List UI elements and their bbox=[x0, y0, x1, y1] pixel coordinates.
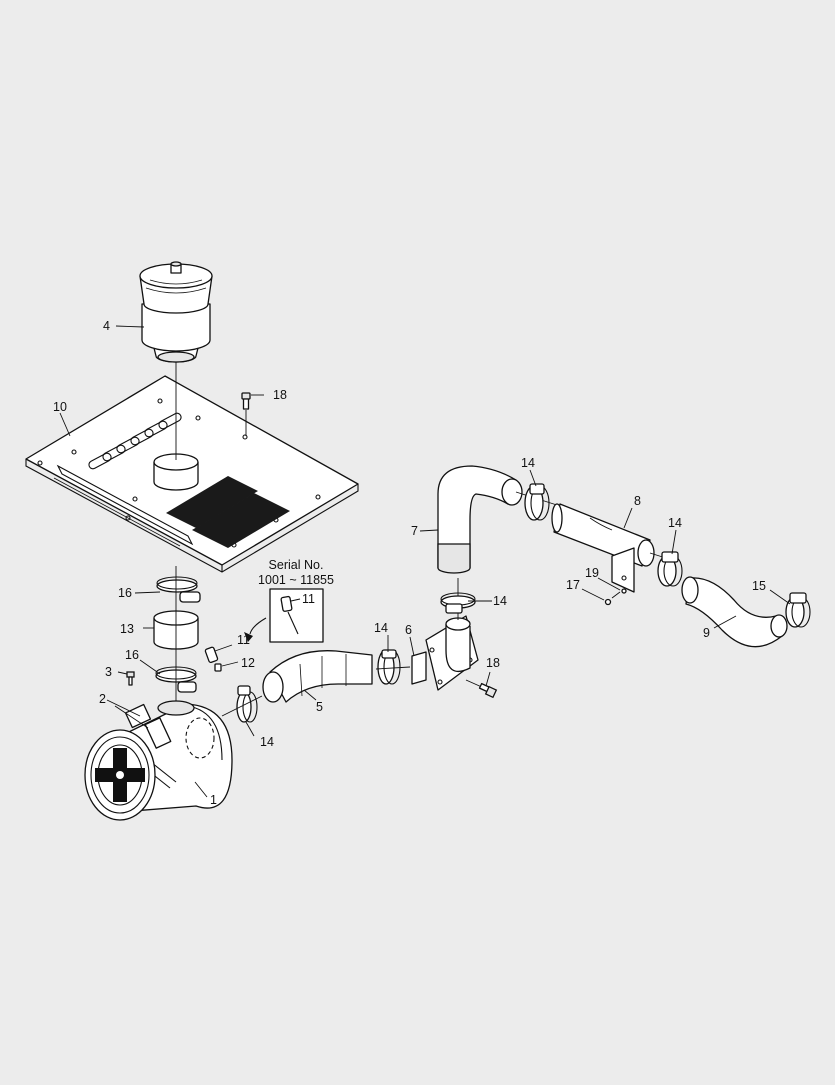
callout-19: 19 bbox=[585, 566, 599, 580]
callout-numbers: 1 2 3 4 5 6 7 8 9 10 11 12 13 14 14 14 1… bbox=[53, 319, 766, 807]
callout-5: 5 bbox=[316, 700, 323, 714]
callout-3: 3 bbox=[105, 665, 112, 679]
callout-16-upper: 16 bbox=[118, 586, 132, 600]
callout-11: 11 bbox=[237, 633, 250, 647]
serial-range: 1001 ~ 11855 bbox=[258, 573, 334, 587]
callout-9: 9 bbox=[703, 626, 710, 640]
plate-clamp bbox=[377, 649, 401, 685]
callout-14-plate: 14 bbox=[374, 621, 388, 635]
callout-16-lower: 16 bbox=[125, 648, 139, 662]
callout-17: 17 bbox=[566, 578, 580, 592]
panel-mesh bbox=[166, 476, 290, 548]
screw-small bbox=[126, 671, 135, 686]
pipe-clamp-a bbox=[524, 483, 550, 521]
callout-8: 8 bbox=[634, 494, 641, 508]
restriction-indicator bbox=[204, 646, 222, 672]
callout-10: 10 bbox=[53, 400, 67, 414]
bolt-lower bbox=[465, 679, 498, 699]
callout-4: 4 bbox=[103, 319, 110, 333]
callout-18-lower: 18 bbox=[486, 656, 500, 670]
top-cover-panel bbox=[25, 375, 359, 573]
callout-18-upper: 18 bbox=[273, 388, 287, 402]
callout-14-pipe: 14 bbox=[521, 456, 535, 470]
callout-14-outlet: 14 bbox=[260, 735, 274, 749]
upper-clamp bbox=[156, 576, 201, 603]
intake-hose bbox=[262, 650, 373, 703]
mounting-plate bbox=[411, 615, 479, 691]
curved-hose bbox=[681, 576, 788, 648]
elbow-clamp bbox=[440, 592, 476, 614]
bolt-upper bbox=[241, 392, 251, 436]
callout-13: 13 bbox=[120, 622, 134, 636]
callout-2: 2 bbox=[99, 692, 106, 706]
precleaner bbox=[139, 261, 213, 363]
serial-label: Serial No. bbox=[269, 558, 324, 572]
outlet-clamp bbox=[236, 685, 258, 723]
straight-pipe bbox=[551, 503, 655, 593]
hose-clamp-end bbox=[785, 592, 811, 628]
callout-7: 7 bbox=[411, 524, 418, 538]
callout-6: 6 bbox=[405, 623, 412, 637]
callout-14-elbow: 14 bbox=[493, 594, 507, 608]
panel-slots bbox=[88, 412, 182, 470]
pipe-clamp-b bbox=[657, 551, 683, 587]
serial-callout-11: 11 bbox=[302, 592, 315, 606]
small-bolts bbox=[604, 588, 627, 606]
serial-inset bbox=[244, 588, 324, 643]
callout-1: 1 bbox=[210, 793, 217, 807]
air-cleaner-body bbox=[84, 700, 233, 821]
elbow-pipe bbox=[437, 465, 523, 574]
callout-15: 15 bbox=[752, 579, 766, 593]
callout-leaders bbox=[59, 325, 791, 798]
callout-14-straight: 14 bbox=[668, 516, 682, 530]
callout-12: 12 bbox=[241, 656, 255, 670]
